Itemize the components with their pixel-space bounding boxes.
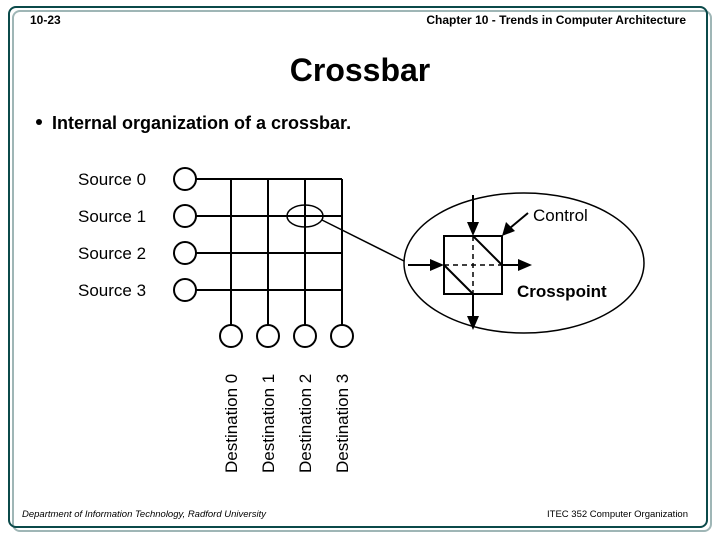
control-arrow-head bbox=[502, 222, 515, 236]
source-terminal-1 bbox=[173, 204, 197, 228]
crosspoint-diagonal-upper bbox=[472, 235, 503, 266]
control-arrow-line bbox=[509, 212, 529, 229]
source-label-1: Source 1 bbox=[78, 207, 146, 226]
bullet-item: Internal organization of a crossbar. bbox=[36, 113, 351, 134]
chapter-title: Chapter 10 - Trends in Computer Architec… bbox=[426, 13, 686, 27]
slide-number: 10-23 bbox=[30, 13, 61, 27]
slide-frame-shadow bbox=[12, 10, 712, 532]
source-terminal-3 bbox=[173, 278, 197, 302]
bullet-text: Internal organization of a crossbar. bbox=[52, 113, 352, 133]
source-label-3: Source 3 bbox=[78, 281, 146, 300]
destination-terminal-1 bbox=[256, 324, 280, 348]
output-arrow-head bbox=[518, 259, 532, 271]
destination-terminal-2 bbox=[293, 324, 317, 348]
source-terminal-0 bbox=[173, 167, 197, 191]
input-arrow-head bbox=[430, 259, 444, 271]
bottom-arrow-head bbox=[467, 316, 479, 330]
crosspoint-highlight bbox=[286, 204, 324, 228]
crosspoint-diagonal-lower bbox=[443, 264, 474, 295]
source-label-2: Source 2 bbox=[78, 244, 146, 263]
source-label-0: Source 0 bbox=[78, 170, 146, 189]
top-arrow-head bbox=[467, 222, 479, 236]
slide-frame bbox=[8, 6, 708, 528]
destination-terminal-0 bbox=[219, 324, 243, 348]
zoom-pointer-line bbox=[321, 219, 407, 263]
slide-title: Crossbar bbox=[289, 52, 431, 88]
destination-label-2: Destination 2 bbox=[296, 374, 315, 473]
destination-label-3: Destination 3 bbox=[333, 374, 352, 473]
source-terminal-2 bbox=[173, 241, 197, 265]
bullet-dot-icon bbox=[36, 119, 42, 126]
footer-department: Department of Information Technology, Ra… bbox=[22, 509, 266, 520]
control-label: Control bbox=[533, 206, 588, 225]
footer-course: ITEC 352 Computer Organization bbox=[547, 509, 688, 520]
destination-label-0: Destination 0 bbox=[222, 374, 241, 473]
destination-label-1: Destination 1 bbox=[259, 374, 278, 473]
destination-terminal-3 bbox=[330, 324, 354, 348]
crosspoint-label: Crosspoint bbox=[517, 282, 607, 301]
